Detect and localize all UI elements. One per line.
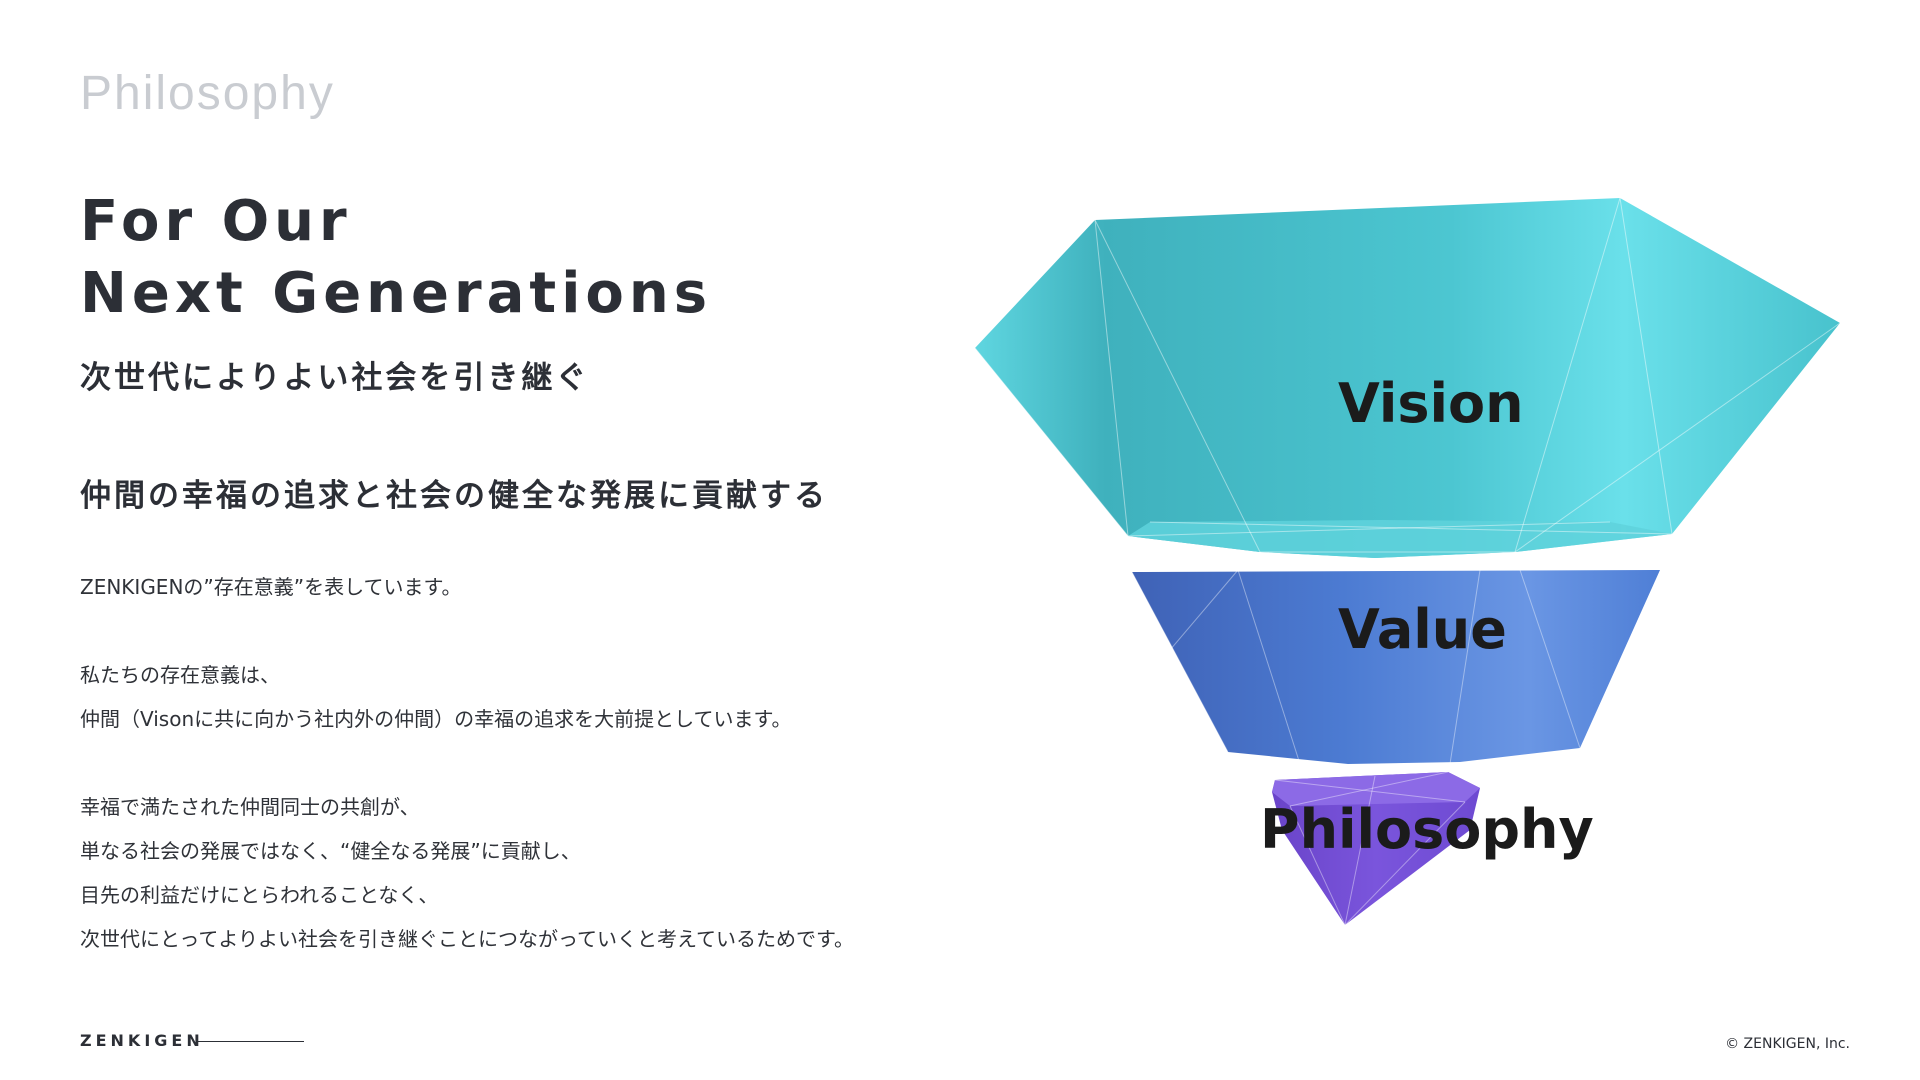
vision-shape [974, 197, 1841, 558]
headline-line-1: For Our [80, 189, 352, 254]
body-paragraph-3-line-4: 次世代にとってよりよい社会を引き継ぐことにつながっていくと考えているためです。 [80, 927, 854, 951]
pyramid-graphic: Vision Value Philosophy [974, 197, 1841, 926]
headline: For Our Next Generations [80, 186, 712, 330]
mission-statement: 仲間の幸福の追求と社会の健全な発展に貢献する [80, 478, 828, 514]
body-paragraph-2-line-1: 私たちの存在意義は、 [80, 663, 280, 687]
vision-label: Vision [1338, 372, 1524, 435]
section-title: Philosophy [80, 67, 335, 120]
body-paragraph-1: ZENKIGENの”存在意義”を表しています。 [80, 575, 462, 599]
body-paragraph-2-line-2: 仲間（Visonに共に向かう社内外の仲間）の幸福の追求を大前提としています。 [80, 707, 792, 731]
body-text: ZENKIGENの”存在意義”を表しています。 私たちの存在意義は、 仲間（Vi… [80, 565, 854, 961]
body-paragraph-3-line-1: 幸福で満たされた仲間同士の共創が、 [80, 795, 420, 819]
footer-divider [196, 1041, 304, 1042]
body-paragraph-3-line-2: 単なる社会の発展ではなく、“健全なる発展”に貢献し、 [80, 839, 581, 863]
body-paragraph-3-line-3: 目先の利益だけにとらわれることなく、 [80, 883, 439, 907]
copyright-notice: © ZENKIGEN, Inc. [1725, 1036, 1850, 1052]
subheadline-jp: 次世代によりよい社会を引き継ぐ [80, 360, 590, 396]
value-shape [1131, 569, 1660, 765]
philosophy-label: Philosophy [1260, 798, 1594, 861]
value-label: Value [1338, 598, 1507, 661]
footer-brand-logo: ZENKIGEN [80, 1031, 204, 1050]
headline-line-2: Next Generations [80, 261, 713, 326]
philosophy-diagram: Vision Value Philosophy [960, 180, 1860, 940]
philosophy-shape [1272, 771, 1480, 926]
